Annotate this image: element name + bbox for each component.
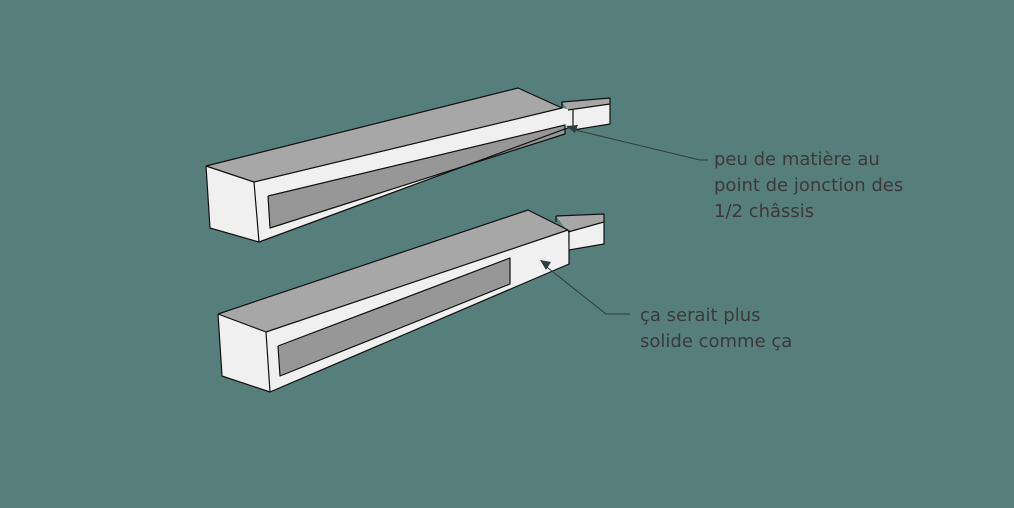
annotation-top[interactable]: peu de matière au point de jonction des …: [714, 147, 903, 225]
annotation-bottom-line-1: ça serait plus: [640, 305, 761, 326]
leader-arrowhead-top: [566, 125, 578, 133]
bottom-part-tenon-front: [568, 222, 604, 250]
annotation-top-line-2: point de jonction des: [714, 175, 904, 196]
bottom-part-top-face: [218, 210, 568, 332]
leader-line-top: [570, 128, 708, 161]
top-part-top-face: [206, 88, 562, 182]
bottom-chassis-part[interactable]: [217, 209, 605, 393]
bottom-part-end-face: [218, 314, 270, 392]
top-chassis-part[interactable]: [205, 87, 611, 243]
top-part-slot-inner-wall: [268, 125, 565, 200]
bottom-part-tenon-top: [556, 214, 604, 232]
leader-arrowhead-bottom: [540, 260, 551, 270]
annotation-top-line-3: 1/2 châssis: [714, 201, 815, 222]
leader-line-bottom: [542, 263, 630, 315]
annotation-bottom-line-2: solide comme ça: [640, 331, 793, 352]
annotation-bottom[interactable]: ça serait plus solide comme ça: [640, 303, 792, 355]
top-part-tenon-front: [568, 104, 610, 130]
bottom-part-slot-floor: [278, 258, 510, 376]
top-part-end-face: [206, 166, 259, 242]
annotation-top-line-1: peu de matière au: [714, 149, 880, 170]
top-part-slot-floor: [268, 125, 565, 228]
